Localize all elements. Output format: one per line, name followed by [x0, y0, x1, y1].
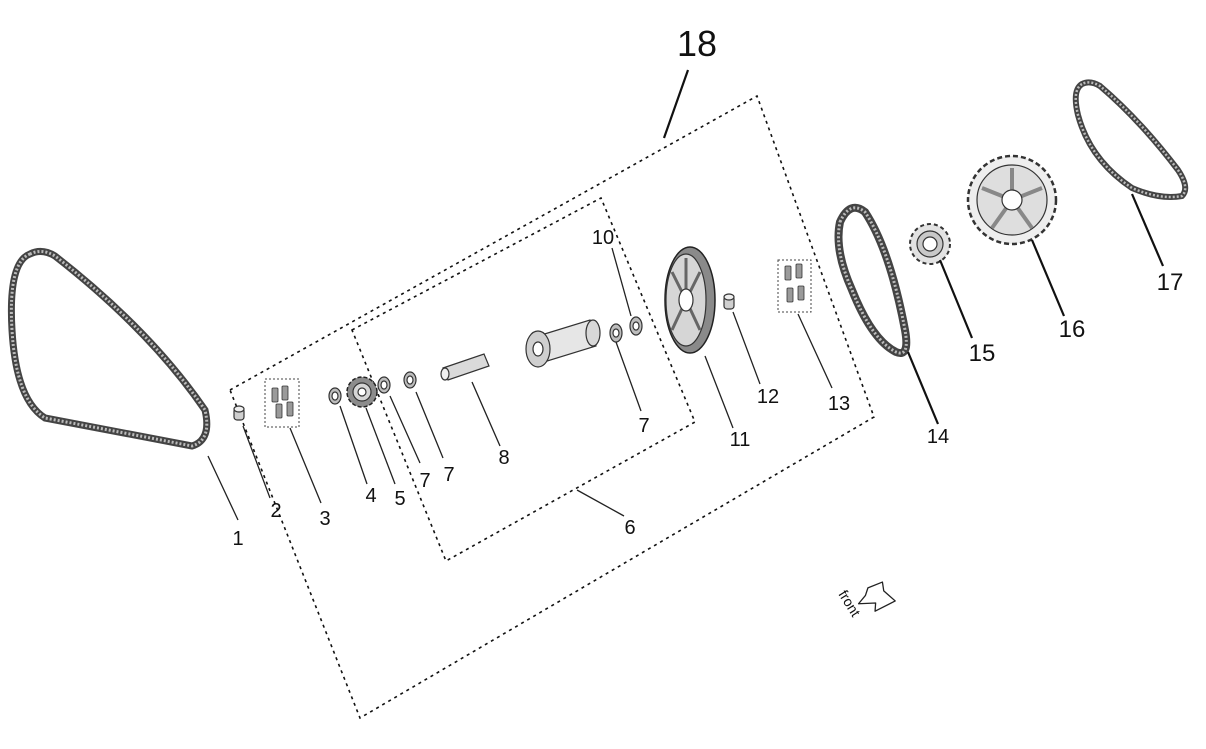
callout-10: 10	[592, 227, 614, 249]
hub-body	[525, 319, 601, 368]
callout-4: 4	[365, 485, 376, 507]
spacer-12	[723, 293, 735, 310]
callout-16: 16	[1059, 316, 1086, 343]
drive-chain-left	[7, 247, 211, 450]
callout-14: 14	[927, 426, 949, 448]
callout-11: 11	[730, 429, 751, 451]
callout-15: 15	[969, 340, 996, 367]
callout-7-left-b: 7	[443, 464, 454, 486]
spacer-2	[233, 405, 245, 421]
pulley-11	[664, 246, 716, 354]
bearing-7-a	[377, 376, 391, 394]
bolt-set-3	[264, 378, 300, 428]
bolt-set-13	[777, 259, 812, 313]
drive-chain-right	[1072, 79, 1189, 200]
leader-lines	[207, 69, 1165, 521]
bearing-10-b	[629, 316, 643, 336]
bearing-4	[328, 387, 342, 405]
callout-5: 5	[394, 488, 405, 510]
bearing-7-b	[403, 371, 417, 389]
callout-7-left-a: 7	[419, 470, 430, 492]
assembly-boundary-18	[228, 94, 875, 720]
callout-12: 12	[757, 386, 779, 408]
sprocket-15	[909, 223, 951, 265]
front-direction-indicator: front	[835, 581, 896, 619]
callout-3: 3	[319, 508, 330, 530]
front-label: front	[835, 587, 863, 619]
callout-18: 18	[677, 23, 717, 64]
front-arrow-icon	[857, 581, 896, 612]
callout-6: 6	[624, 517, 635, 539]
callout-2: 2	[270, 500, 281, 522]
callout-13: 13	[828, 393, 850, 415]
sprocket-5	[346, 376, 378, 408]
axle-8	[440, 353, 490, 381]
callout-1: 1	[232, 528, 243, 550]
callout-7-right: 7	[638, 415, 649, 437]
belt-14	[834, 203, 911, 357]
bearing-10-a	[609, 323, 623, 343]
sprocket-16	[966, 154, 1058, 246]
callout-8: 8	[498, 447, 509, 469]
callout-17: 17	[1157, 269, 1184, 296]
